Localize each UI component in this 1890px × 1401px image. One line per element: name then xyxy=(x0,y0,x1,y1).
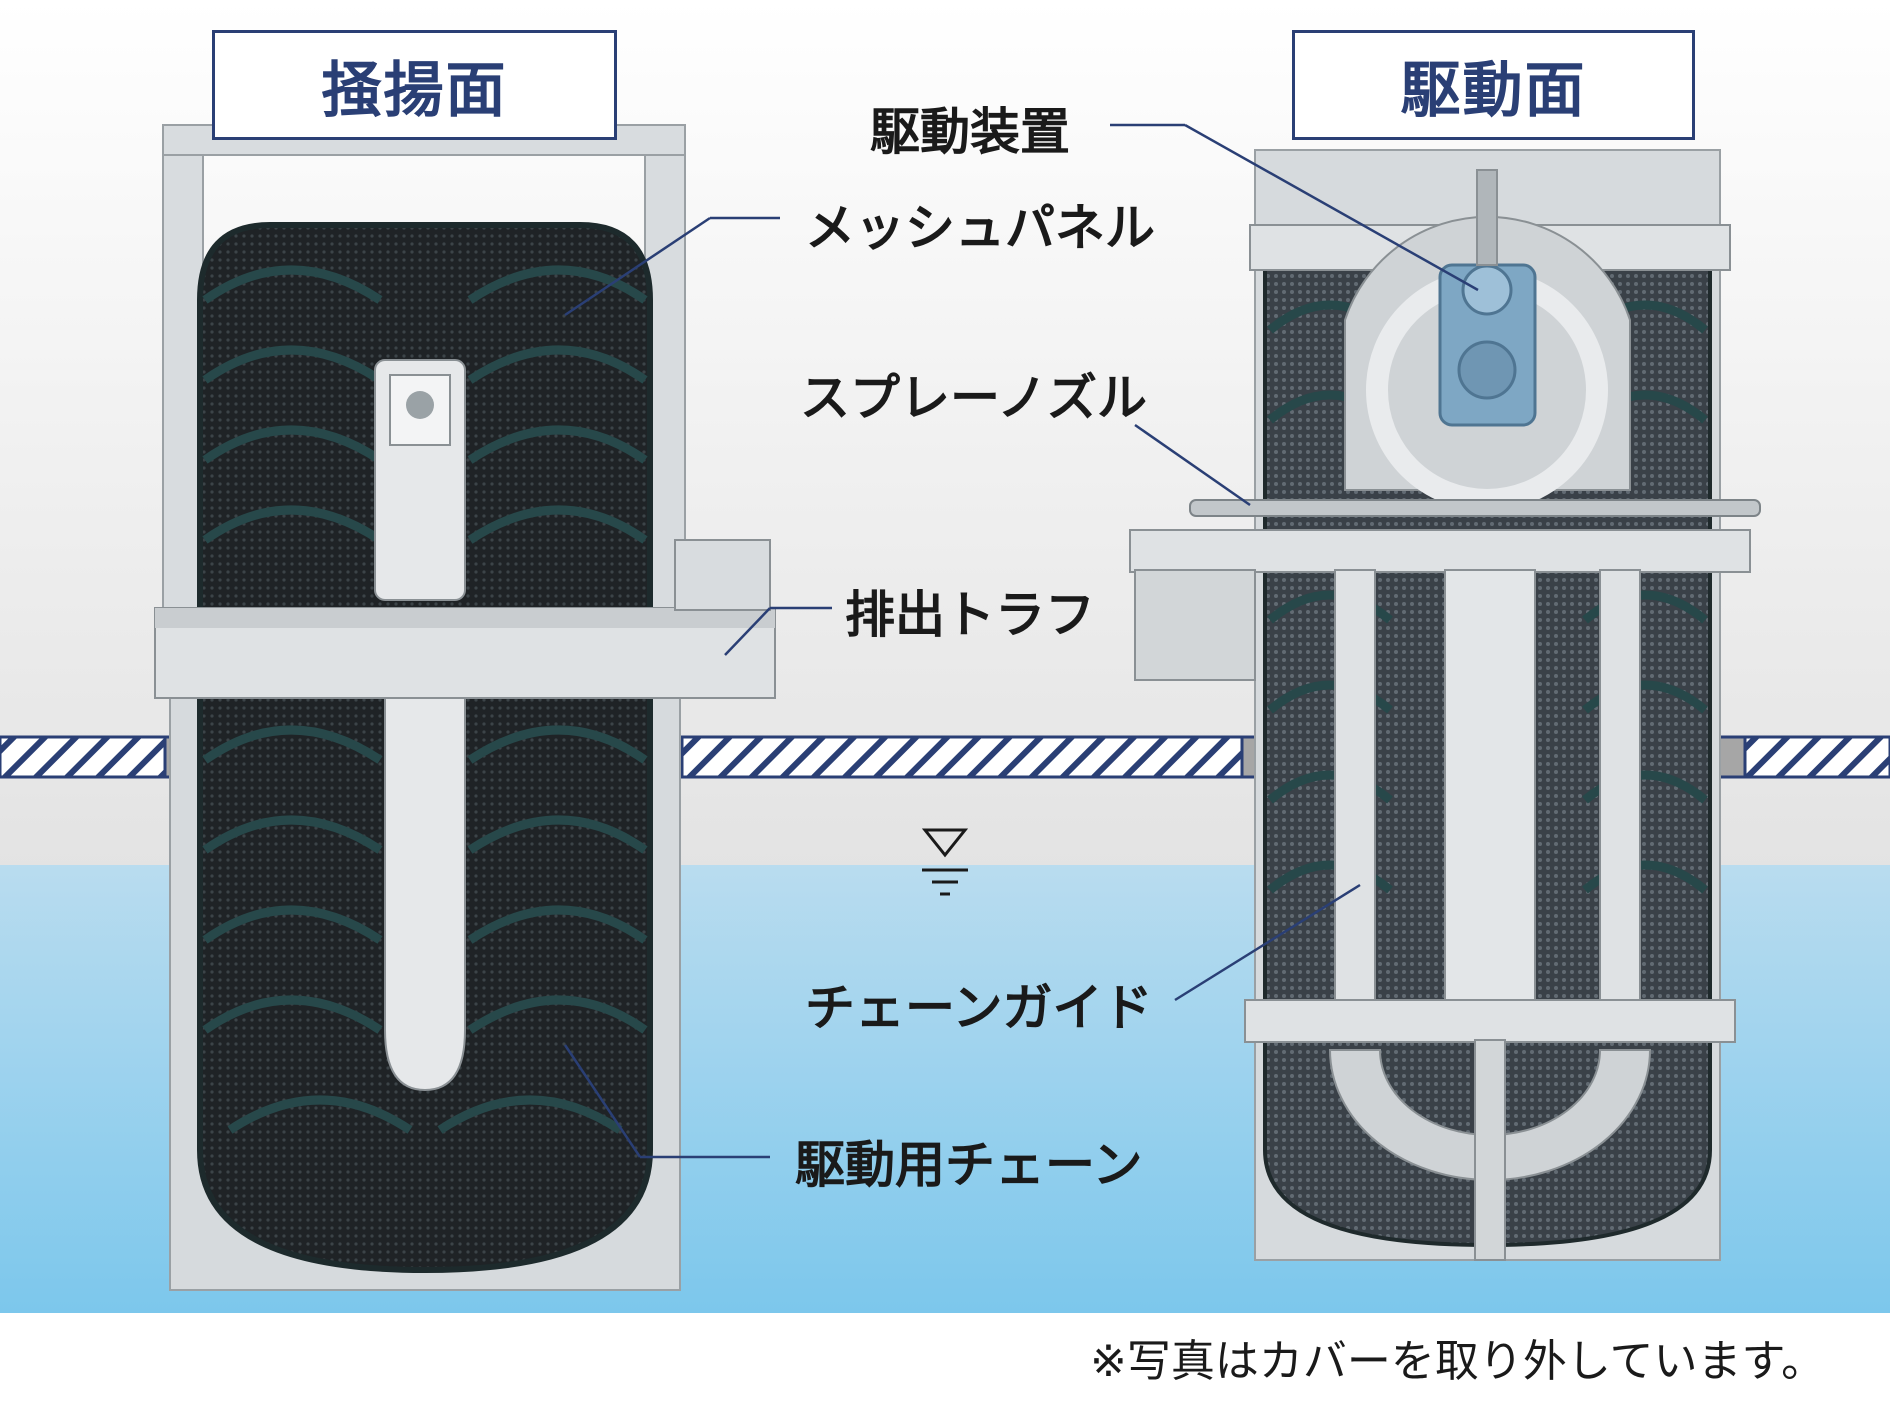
floor-hatch-middle-section xyxy=(680,735,1244,779)
leader-spray-nozzle xyxy=(1134,423,1251,507)
raking-side-title: 掻揚面 xyxy=(212,30,617,140)
center-guide-lower xyxy=(384,694,466,1092)
water-level-icon xyxy=(921,828,969,896)
label-mesh-panel: メッシュパネル xyxy=(805,199,1155,257)
photo-note: ※写真はカバーを取り外しています。 xyxy=(1090,1336,1826,1387)
leader-lines xyxy=(563,123,1479,1159)
leader-chain-guide xyxy=(1174,883,1361,1002)
leader-trough xyxy=(724,607,771,656)
drive-side-title: 駆動面 xyxy=(1292,30,1695,140)
motor-fan-icon xyxy=(1461,264,1513,316)
mesh-panel-arcs xyxy=(202,265,648,1134)
label-chain-guide: チェーンガイド xyxy=(805,979,1153,1037)
label-discharge-trough: 排出トラフ xyxy=(845,586,1095,644)
floor-hatch-right-section xyxy=(1743,735,1890,779)
gearbox-icon xyxy=(1457,340,1517,400)
leader-drive-chain xyxy=(563,1044,642,1158)
label-drive-unit: 駆動装置 xyxy=(870,103,1070,161)
floor-hatch-left-section xyxy=(0,735,167,779)
lower-sprocket-guide xyxy=(1328,1049,1652,1181)
chain-guide-center xyxy=(1444,569,1536,1001)
drive-trough-box xyxy=(1134,569,1256,681)
leader-drive-unit xyxy=(1184,123,1479,292)
drive-discharge-beam xyxy=(1129,529,1751,573)
trough-outlet xyxy=(674,539,771,611)
bottom-margin xyxy=(0,1313,1890,1397)
chain-guide-right xyxy=(1599,569,1641,1001)
spray-nozzle-pipe xyxy=(1189,499,1761,517)
drive-side-screen xyxy=(1129,149,1761,1261)
label-spray-nozzle: スプレーノズル xyxy=(800,369,1147,427)
label-drive-chain: 駆動用チェーン xyxy=(795,1136,1143,1194)
motor-shaft xyxy=(1476,169,1498,266)
lower-beam xyxy=(1244,999,1736,1043)
leader-mesh-panel xyxy=(564,216,711,317)
bearing-icon xyxy=(406,391,434,419)
lower-center-post xyxy=(1474,1039,1506,1261)
chain-guide-left xyxy=(1334,569,1376,1001)
